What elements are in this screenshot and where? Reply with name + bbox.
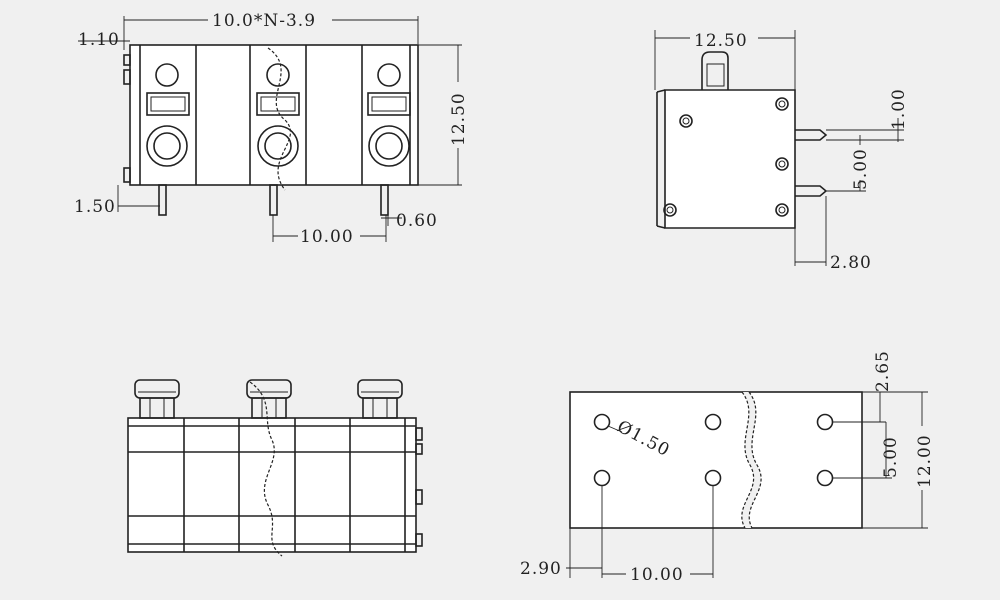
- dim-height: 12.50: [449, 92, 469, 146]
- top-lever-cap: [246, 379, 292, 399]
- front-pin: [158, 184, 167, 216]
- front-release-hole: [377, 63, 401, 87]
- dim-pin-offset: 1.50: [74, 197, 116, 217]
- side-hole-inner: [666, 206, 674, 214]
- side-lever: [701, 51, 729, 90]
- front-wire-entry: [146, 125, 188, 167]
- top-lever-cap: [134, 379, 180, 399]
- dim-pcb-left-offset: 2.90: [520, 559, 562, 579]
- side-hole: [775, 97, 789, 111]
- top-side-tab: [415, 533, 423, 547]
- pcb-hole: [593, 413, 611, 431]
- front-lever-window: [367, 92, 411, 116]
- dim-pin-spacing: 5.00: [851, 148, 871, 190]
- dim-total-width: 10.0*N-3.9: [212, 11, 316, 31]
- side-hole-inner: [778, 206, 786, 214]
- front-side-tab: [123, 69, 131, 85]
- side-pin: [795, 185, 828, 197]
- front-lever-window-inner: [371, 96, 407, 112]
- front-wire-entry-inner: [153, 132, 181, 160]
- side-lever-detail: [706, 63, 725, 87]
- front-pin: [380, 184, 389, 216]
- dim-pin-width: 0.60: [396, 211, 438, 231]
- pcb-hole: [704, 469, 722, 487]
- dim-pcb-height: 12.00: [915, 434, 935, 488]
- top-side-tab: [415, 489, 423, 505]
- dim-pcb-pitch: 10.00: [630, 565, 684, 585]
- pcb-outline: [569, 391, 863, 529]
- top-housing: [127, 417, 417, 553]
- side-hole: [663, 203, 677, 217]
- top-lever-stem: [139, 397, 175, 419]
- front-side-tab: [123, 167, 131, 183]
- side-hole-inner: [778, 160, 786, 168]
- dim-left-offset: 1.10: [78, 30, 120, 50]
- dim-side-pin-offset: 2.80: [830, 253, 872, 273]
- front-lever-window: [146, 92, 190, 116]
- top-lever: [357, 379, 403, 419]
- top-lever-stem: [362, 397, 398, 419]
- pcb-layout: Ø1.50 2.65 5.00 12.00 2.90 10.00: [520, 350, 935, 585]
- top-side-tab: [415, 427, 423, 441]
- side-hole-inner: [682, 117, 690, 125]
- front-lever-window: [256, 92, 300, 116]
- front-side-tab: [123, 54, 131, 66]
- pcb-break-gap: [741, 392, 762, 528]
- dim-pcb-top-offset: 2.65: [873, 350, 893, 392]
- top-break-line: [249, 381, 283, 557]
- side-hole: [775, 157, 789, 171]
- top-view: [127, 379, 423, 557]
- front-release-hole: [155, 63, 179, 87]
- front-break-line: [267, 47, 292, 191]
- dim-pcb-row-spacing: 5.00: [881, 436, 901, 478]
- side-pin: [795, 129, 828, 141]
- side-edge: [656, 89, 666, 229]
- dim-pitch: 10.00: [300, 227, 354, 247]
- front-view: 10.0*N-3.9 1.10 12.50 1.50 10.00 0.60: [74, 11, 469, 247]
- side-hole: [679, 114, 693, 128]
- front-lever-window-inner: [150, 96, 186, 112]
- front-pin: [269, 184, 278, 216]
- dim-side-width: 12.50: [694, 31, 748, 51]
- front-wire-entry: [368, 125, 410, 167]
- pcb-break-line: [741, 391, 755, 529]
- pcb-hole: [593, 469, 611, 487]
- top-lever: [246, 379, 292, 419]
- top-lever-stem: [251, 397, 287, 419]
- side-hole-inner: [778, 100, 786, 108]
- dim-leader: [607, 425, 623, 433]
- front-lever-window-inner: [260, 96, 296, 112]
- pcb-break-line: [748, 391, 762, 529]
- pcb-hole: [704, 413, 722, 431]
- top-side-tab: [415, 443, 423, 455]
- front-wire-entry: [257, 125, 299, 167]
- top-lever-cap: [357, 379, 403, 399]
- side-housing: [664, 89, 796, 229]
- front-wire-entry-inner: [375, 132, 403, 160]
- dim-pin-thickness: 1.00: [889, 88, 909, 130]
- top-lever: [134, 379, 180, 419]
- front-wire-entry-inner: [264, 132, 292, 160]
- side-view: 12.50 1.00 5.00 2.80: [654, 30, 909, 273]
- side-hole: [775, 203, 789, 217]
- front-release-hole: [266, 63, 290, 87]
